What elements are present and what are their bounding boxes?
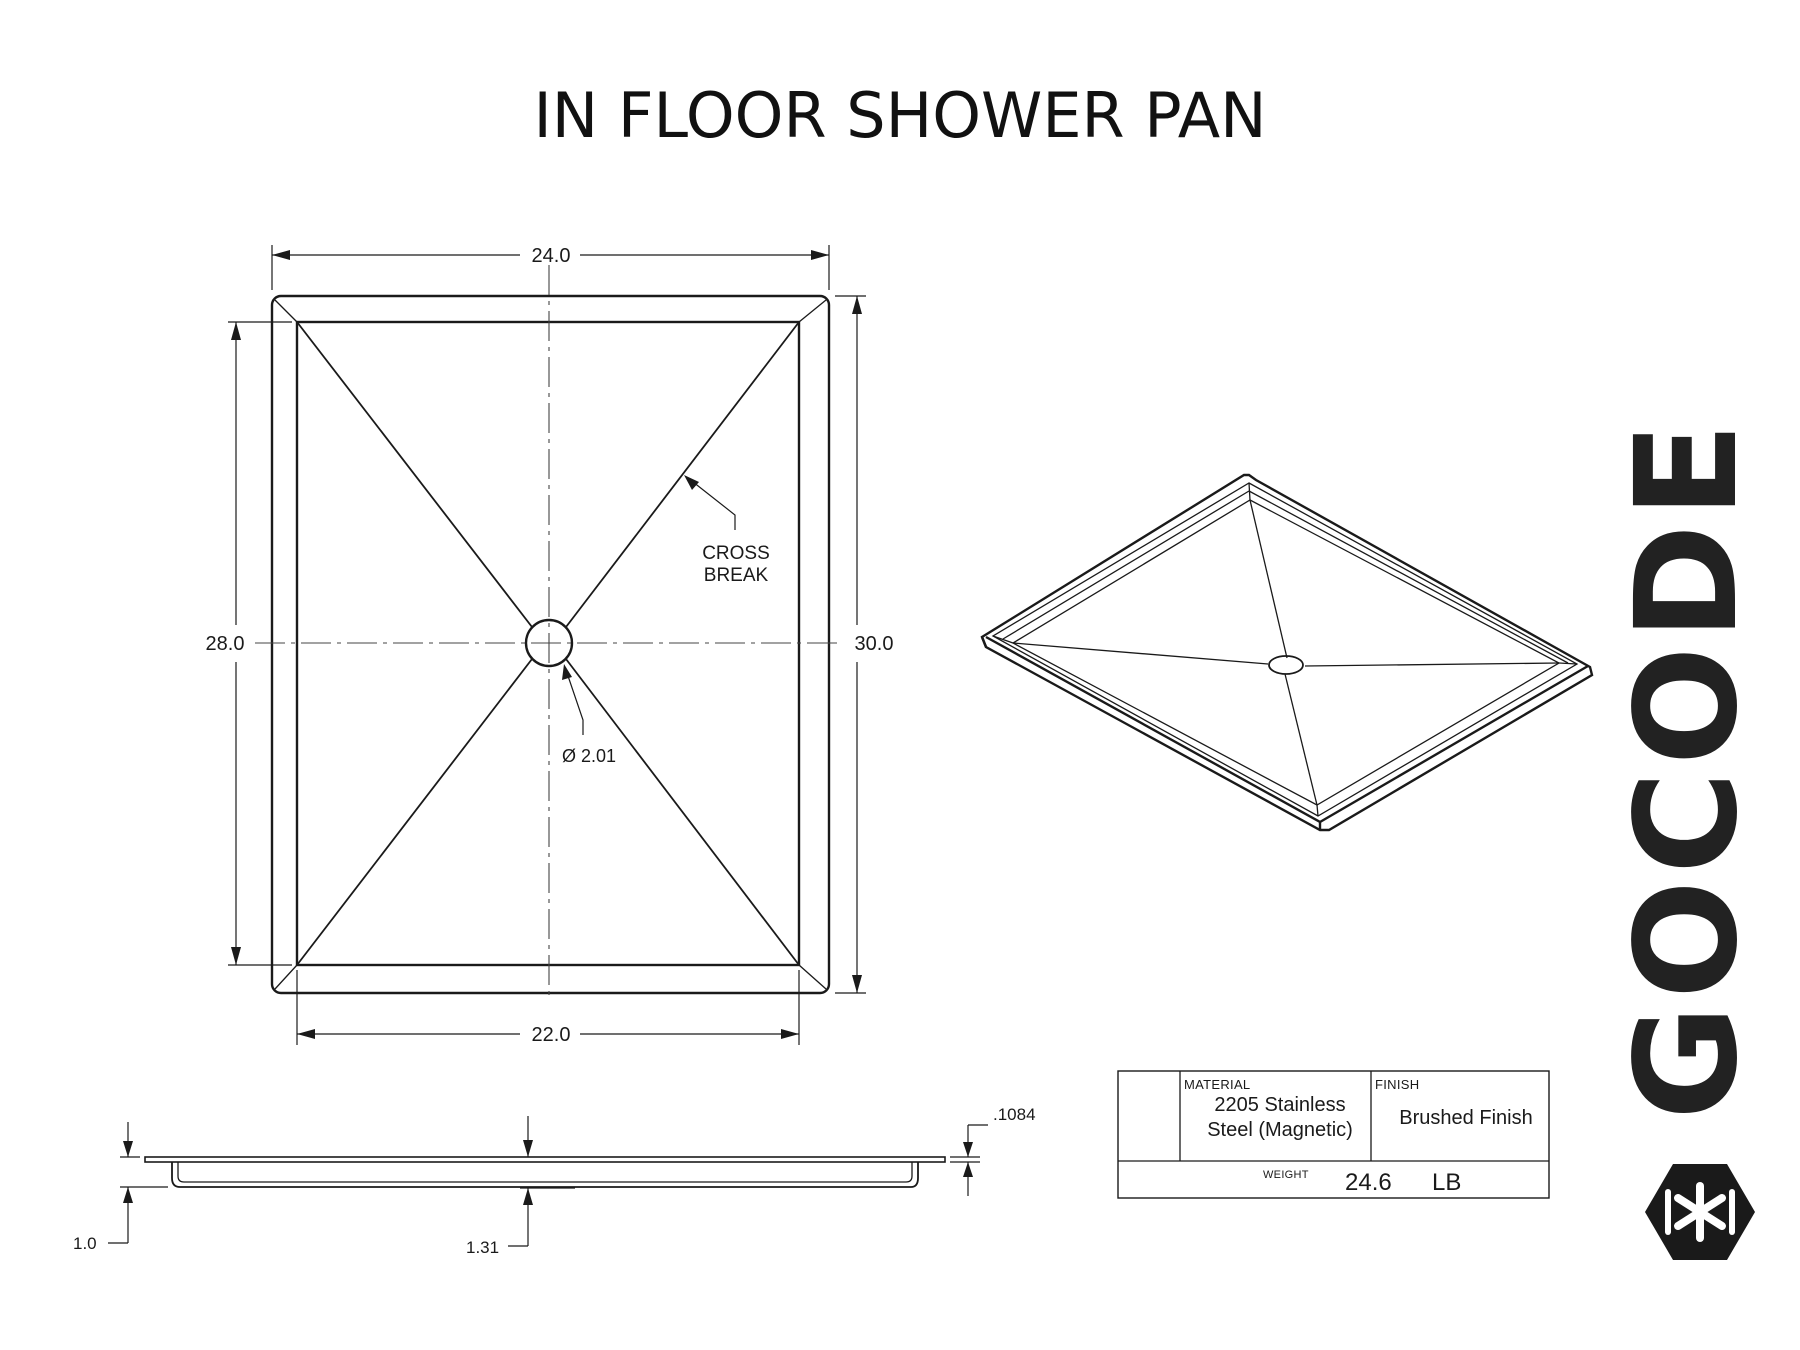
dimension-thickness: .1084 xyxy=(950,1105,1036,1196)
cross-break-line xyxy=(296,658,533,966)
dimension-inner-width: 22.0 xyxy=(296,970,800,1046)
dimension-label: 28.0 xyxy=(206,633,245,655)
material-label: MATERIAL xyxy=(1184,1077,1250,1092)
dimension-label: .1084 xyxy=(993,1105,1036,1124)
brand-wordmark: GOCODE xyxy=(1606,416,1769,1120)
title-block: MATERIAL 2205 Stainless Steel (Magnetic)… xyxy=(1117,1070,1550,1199)
side-view xyxy=(144,1156,946,1189)
cross-break-line xyxy=(565,321,800,628)
dimension-label: 1.31 xyxy=(466,1238,499,1257)
dimension-label: 24.0 xyxy=(532,245,571,267)
drain-diameter-label: Ø 2.01 xyxy=(562,746,616,766)
cross-break-line xyxy=(565,658,800,966)
material-line2: Steel (Magnetic) xyxy=(1207,1119,1353,1141)
outer-rim xyxy=(270,294,831,995)
dimension-label: 1.0 xyxy=(73,1234,97,1253)
isometric-view xyxy=(980,473,1594,832)
corner-miter xyxy=(274,964,298,990)
weight-unit: LB xyxy=(1432,1169,1461,1196)
dimension-label: 30.0 xyxy=(855,633,894,655)
material-line1: 2205 Stainless xyxy=(1214,1094,1345,1116)
callout-text-line2: BREAK xyxy=(704,565,769,586)
cross-break-line xyxy=(296,321,533,628)
side-flange xyxy=(144,1156,946,1163)
finish-value: Brushed Finish xyxy=(1399,1107,1532,1129)
iso-outer-rim xyxy=(980,473,1594,832)
side-basin xyxy=(171,1162,919,1188)
dimension-flange-height: 1.0 xyxy=(73,1122,168,1253)
weight-label: WEIGHT xyxy=(1263,1169,1309,1181)
corner-miter xyxy=(274,299,298,323)
corner-miter xyxy=(798,299,827,323)
iso-cross-break xyxy=(1012,642,1269,665)
dimension-depth: 1.31 xyxy=(466,1116,533,1257)
dimension-inner-height: 28.0 xyxy=(206,321,292,966)
corner-miter xyxy=(798,964,827,990)
iso-drain-hole xyxy=(1268,655,1304,675)
brand-mark: GOCODE xyxy=(1606,416,1769,1260)
iso-cross-break xyxy=(1249,499,1288,659)
drain-diameter-callout: Ø 2.01 xyxy=(562,664,616,766)
callout-text-line1: CROSS xyxy=(702,543,770,564)
weight-value: 24.6 xyxy=(1345,1169,1392,1196)
iso-cross-break xyxy=(1304,662,1560,667)
drain-hole xyxy=(524,618,574,668)
dimension-label: 22.0 xyxy=(532,1024,571,1046)
hexagon-asterisk-icon xyxy=(1645,1164,1755,1260)
cross-break-callout: CROSS BREAK xyxy=(684,475,770,586)
finish-label: FINISH xyxy=(1375,1077,1419,1092)
iso-cross-break xyxy=(1284,673,1318,806)
top-view xyxy=(255,265,840,1000)
dimension-outer-width: 24.0 xyxy=(271,245,830,290)
dimension-outer-height: 30.0 xyxy=(835,295,894,994)
drawing-title: IN FLOOR SHOWER PAN xyxy=(533,79,1266,152)
